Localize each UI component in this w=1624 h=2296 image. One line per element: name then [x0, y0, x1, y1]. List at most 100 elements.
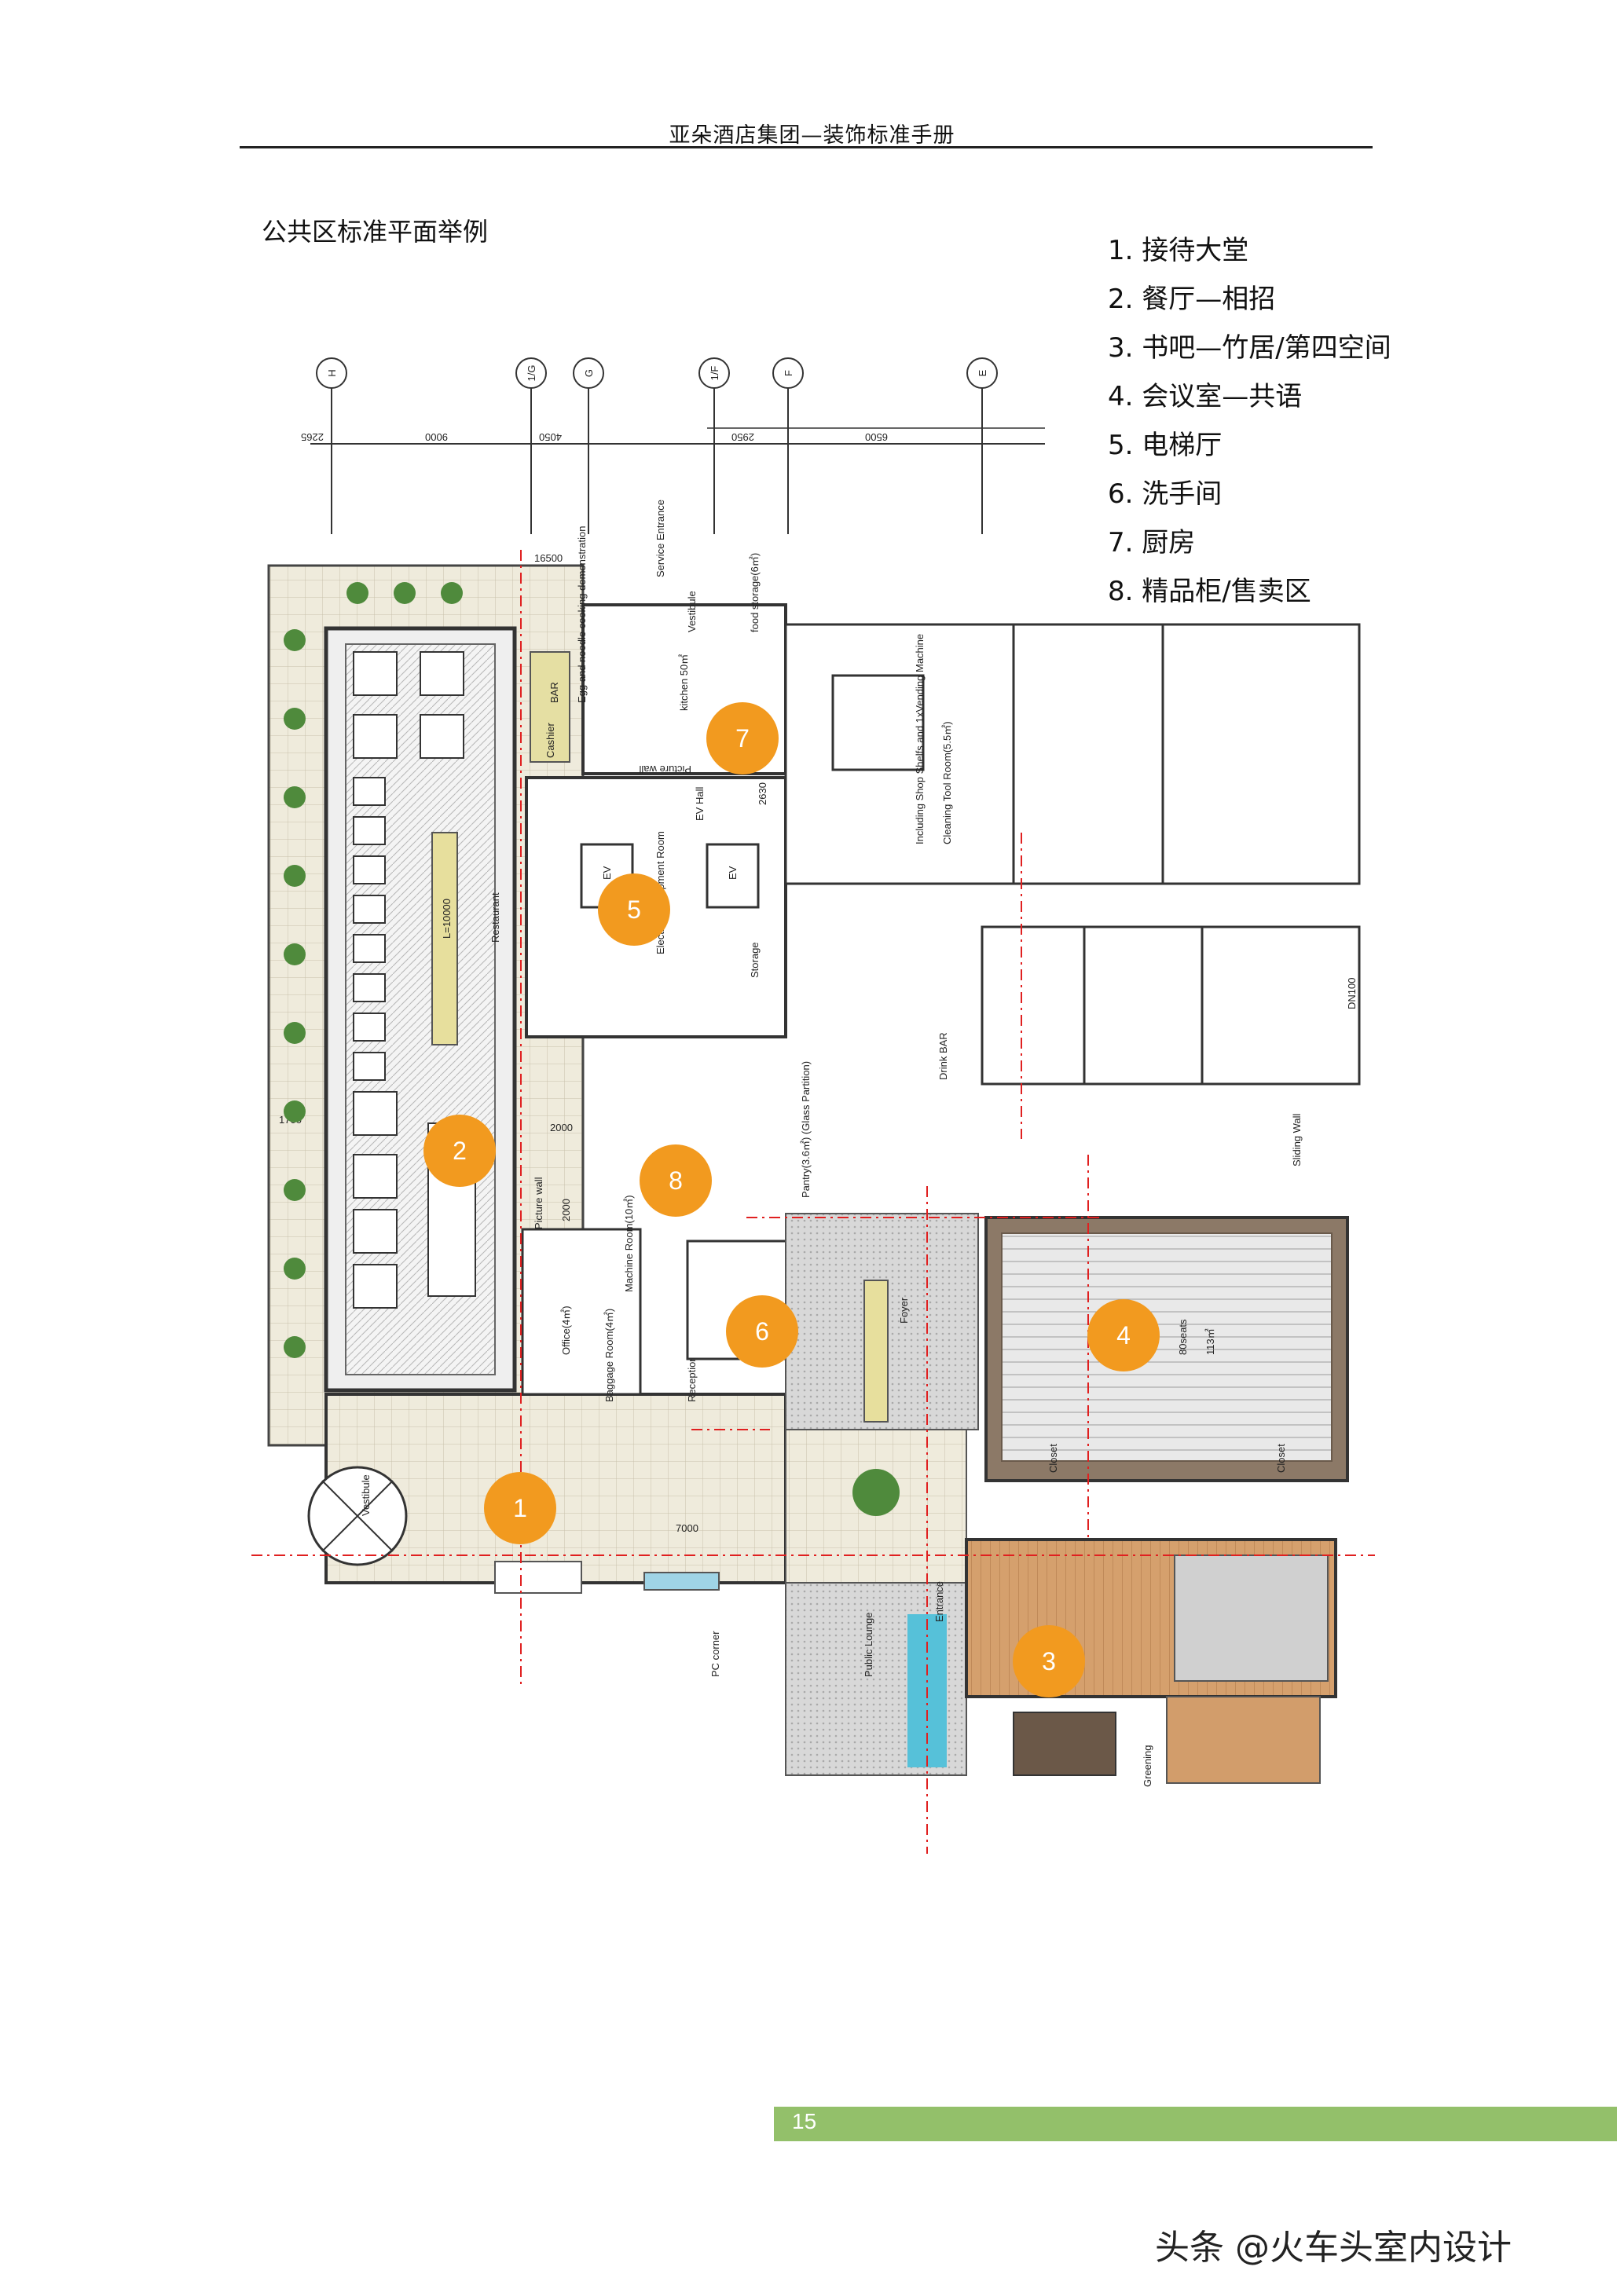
pc-corner-label: PC corner: [709, 1631, 721, 1677]
shop-shelf-label: Including Shop Shelfs and 1xVending Mach…: [914, 634, 926, 844]
marker-number: 3: [1042, 1647, 1056, 1675]
marker-number: 2: [453, 1137, 467, 1165]
long-table: [431, 832, 458, 1045]
dimension-label: 6500: [865, 431, 888, 443]
book-bar-deck: [1166, 1696, 1321, 1784]
dimension-label: 2000: [550, 1122, 573, 1133]
long-table-label: L=10000: [441, 899, 453, 939]
lobby-plant: [852, 1469, 900, 1516]
legend-item: 3. 书吧—竹居/第四空间: [1108, 332, 1391, 364]
marker-number: 7: [735, 724, 750, 753]
axis-label: G: [583, 369, 595, 377]
legend-item: 7. 厨房: [1108, 527, 1196, 558]
picture-wall-label: Picture wall: [639, 764, 691, 775]
closet-label: Closet: [1047, 1444, 1059, 1473]
closet-label: Closet: [1275, 1444, 1287, 1473]
office-partitions: [784, 623, 1361, 1086]
dimension-label: 7000: [676, 1522, 698, 1534]
marker-number: 6: [755, 1317, 769, 1346]
storage-label: Storage: [749, 942, 761, 978]
book-bar-lounge: [1174, 1554, 1329, 1682]
picture-wall-label: Picture wall: [533, 1177, 544, 1229]
section-title: 公共区标准平面举例: [262, 217, 489, 247]
marker-2: [423, 1115, 496, 1187]
legend-item: 2. 餐厅—相招: [1108, 284, 1276, 315]
legend-item: 8. 精品柜/售卖区: [1108, 576, 1311, 607]
axis-label: H: [326, 369, 338, 376]
dimension-label: 2630: [757, 782, 768, 805]
floor-plan: H 1/G G 1/F F E 2265 9000 4050 2950 6500…: [251, 357, 1375, 1854]
axis-label: E: [977, 369, 988, 376]
bar-counter: [530, 651, 570, 763]
vestibule-main-label: Vestibule: [360, 1474, 372, 1516]
watermark: 头条 @火车头室内设计: [1155, 2228, 1512, 2268]
greening-label: Greening: [1142, 1745, 1153, 1787]
ev-label: EV: [727, 866, 739, 880]
page-number: 15: [792, 2109, 817, 2133]
service-entrance-label: Service Entrance: [654, 500, 666, 577]
drink-bar-label: Drink BAR: [937, 1032, 949, 1080]
vestibule-label: Vestibule: [686, 591, 698, 632]
seats-label: 80seats: [1177, 1319, 1189, 1355]
dimension-label: 16500: [534, 552, 563, 564]
axis-label: 1/G: [526, 365, 537, 382]
food-storage-label: food storage(6㎡): [749, 553, 761, 632]
marker-number: 4: [1116, 1321, 1131, 1349]
dimension-label: 4050: [539, 431, 562, 443]
area-label: 113㎡: [1204, 1328, 1216, 1355]
bar-table: [1013, 1712, 1116, 1776]
axis-label: 1/F: [709, 366, 720, 381]
reception-desk: [863, 1280, 889, 1423]
pantry-label: Pantry(3.6㎡) (Glass Partition): [800, 1061, 812, 1198]
office-label: Office(4㎡): [560, 1305, 572, 1355]
legend-item: 4. 会议室—共语: [1108, 381, 1303, 412]
pc-desk: [643, 1572, 720, 1591]
dimension-label: 2265: [301, 431, 324, 443]
legend-item: 6. 洗手间: [1108, 478, 1223, 510]
machine-room-label: Machine Room(10㎡): [623, 1195, 635, 1292]
header-rule: [240, 146, 1373, 148]
ev-label: EV: [601, 866, 613, 880]
legend-item: 5. 电梯厅: [1108, 430, 1223, 461]
grid-axes: H 1/G G 1/F F E 2265 9000 4050 2950 6500: [301, 357, 1045, 534]
marker-8: [640, 1144, 712, 1217]
foyer-label: Foyer: [898, 1297, 910, 1324]
sliding-wall-label: Sliding Wall: [1291, 1113, 1303, 1166]
dimension-label: 9000: [425, 431, 448, 443]
entrance-label: Entrance: [933, 1581, 945, 1622]
lobby-sofa: [494, 1561, 582, 1594]
document-header-title: 亚朵酒店集团—装饰标准手册: [669, 123, 955, 148]
marker-7: [706, 702, 779, 774]
marker-3: [1013, 1625, 1085, 1697]
reception-label: Reception: [686, 1356, 698, 1402]
back-office-block: [521, 1228, 642, 1396]
plan-markers: 1 2 3 4 5 6 7 8: [423, 702, 1160, 1697]
legend-item: 1. 接待大堂: [1108, 235, 1249, 266]
marker-number: 5: [627, 895, 641, 924]
baggage-room-label: Baggage Room(4㎡): [603, 1309, 615, 1402]
room-legend: 1. 接待大堂 2. 餐厅—相招 3. 书吧—竹居/第四空间 4. 会议室—共语…: [1108, 226, 1391, 616]
egg-noodle-label: Egg and noodle cooking demonstration: [576, 526, 588, 704]
elevator-2: [706, 843, 760, 909]
cleaning-tool-label: Cleaning Tool Room(5.5㎡): [941, 721, 953, 844]
dn100-label: DN100: [1346, 978, 1358, 1009]
bar-label: BAR: [548, 682, 560, 703]
marker-number: 8: [669, 1166, 683, 1195]
dimension-label: 2950: [731, 431, 754, 443]
terrace-plants: [284, 582, 463, 1358]
ev-hall-label: EV Hall: [694, 787, 706, 821]
lobby-floor: [324, 1393, 787, 1584]
section-lines: [251, 550, 1375, 1854]
kitchen-label: kitchen 50㎡: [678, 654, 690, 711]
restaurant-label: Restaurant: [489, 892, 501, 943]
public-lounge-label: Public Lounge: [863, 1613, 874, 1677]
page-number-bar: [774, 2107, 1617, 2141]
marker-number: 1: [513, 1494, 527, 1522]
marker-4: [1087, 1299, 1160, 1371]
marker-6: [726, 1295, 798, 1368]
dimension-label: 2000: [560, 1199, 572, 1221]
marker-5: [598, 873, 670, 946]
axis-label: F: [783, 370, 794, 376]
cashier-label: Cashier: [544, 723, 556, 758]
marker-1: [484, 1472, 556, 1544]
